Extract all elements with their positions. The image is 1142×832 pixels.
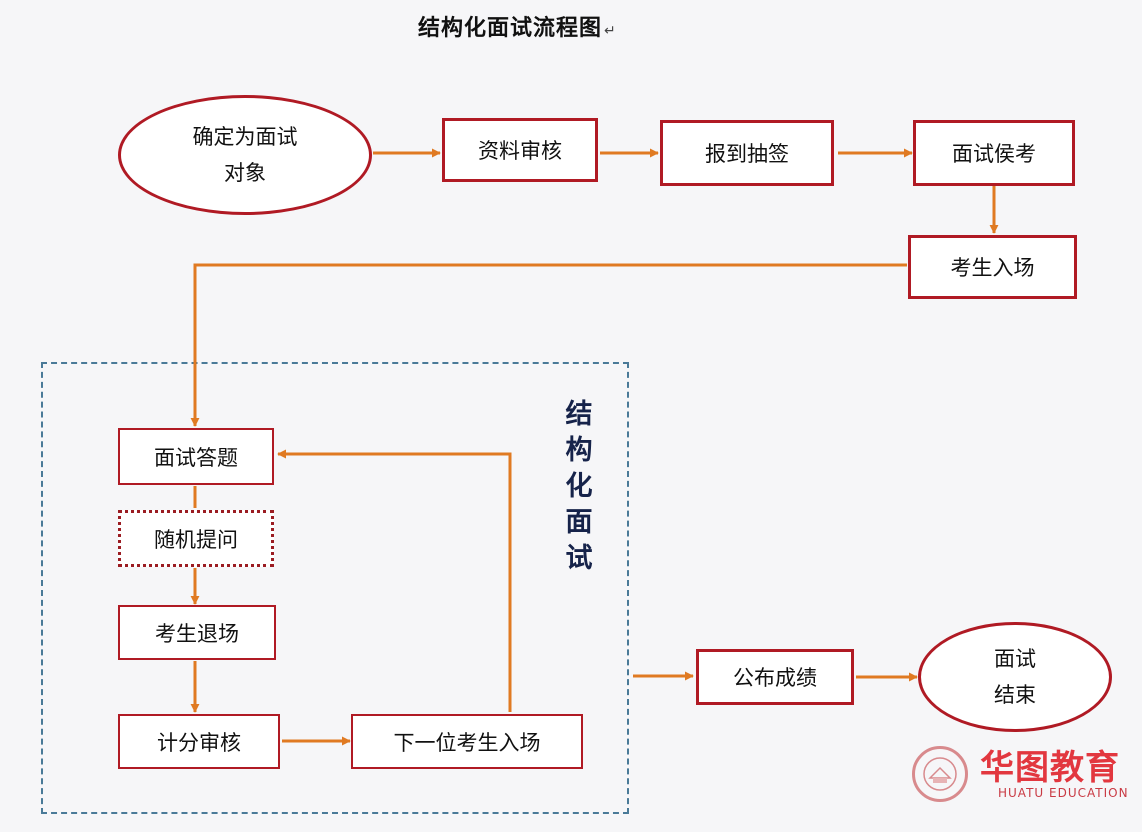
end-ellipse: 面试 结束 [918, 622, 1112, 732]
review-box: 资料审核 [442, 118, 598, 182]
label-char-3: 化 [565, 471, 593, 502]
publish-box: 公布成绩 [696, 649, 854, 705]
title-text: 结构化面试流程图 [418, 16, 603, 41]
logo-subtitle: HUATU EDUCATION [998, 786, 1129, 800]
start-line-1: 确定为面试 [192, 125, 298, 149]
label-char-1: 结 [565, 399, 593, 430]
exit-box: 考生退场 [118, 605, 276, 660]
structured-interview-label: 结 构 化 面 试 [562, 397, 596, 577]
label-char-2: 构 [565, 435, 593, 466]
next-candidate-box: 下一位考生入场 [351, 714, 583, 769]
label-char-5: 试 [565, 543, 593, 574]
checkin-box: 报到抽签 [660, 120, 834, 186]
arrow-enter-to-answer [190, 263, 907, 427]
end-line-1: 面试 [994, 647, 1036, 671]
start-line-2: 对象 [224, 161, 266, 185]
label-char-4: 面 [565, 507, 593, 538]
arrow-next-loop-to-answer [277, 449, 512, 712]
university-seal-icon [912, 746, 968, 802]
structured-interview-group-frame [41, 362, 629, 814]
logo-name: 华图教育 [980, 748, 1120, 788]
waiting-box: 面试侯考 [913, 120, 1075, 186]
huatu-logo: 华图教育 HUATU EDUCATION [912, 742, 1132, 804]
answer-box: 面试答题 [118, 428, 274, 485]
paragraph-mark-icon: ↵ [604, 23, 617, 39]
random-question-box: 随机提问 [118, 510, 274, 567]
start-ellipse: 确定为面试 对象 [118, 95, 372, 215]
diagram-title: 结构化面试流程图↵ [418, 10, 617, 42]
enter-box: 考生入场 [908, 235, 1077, 299]
scoring-box: 计分审核 [118, 714, 280, 769]
end-line-2: 结束 [994, 683, 1036, 707]
